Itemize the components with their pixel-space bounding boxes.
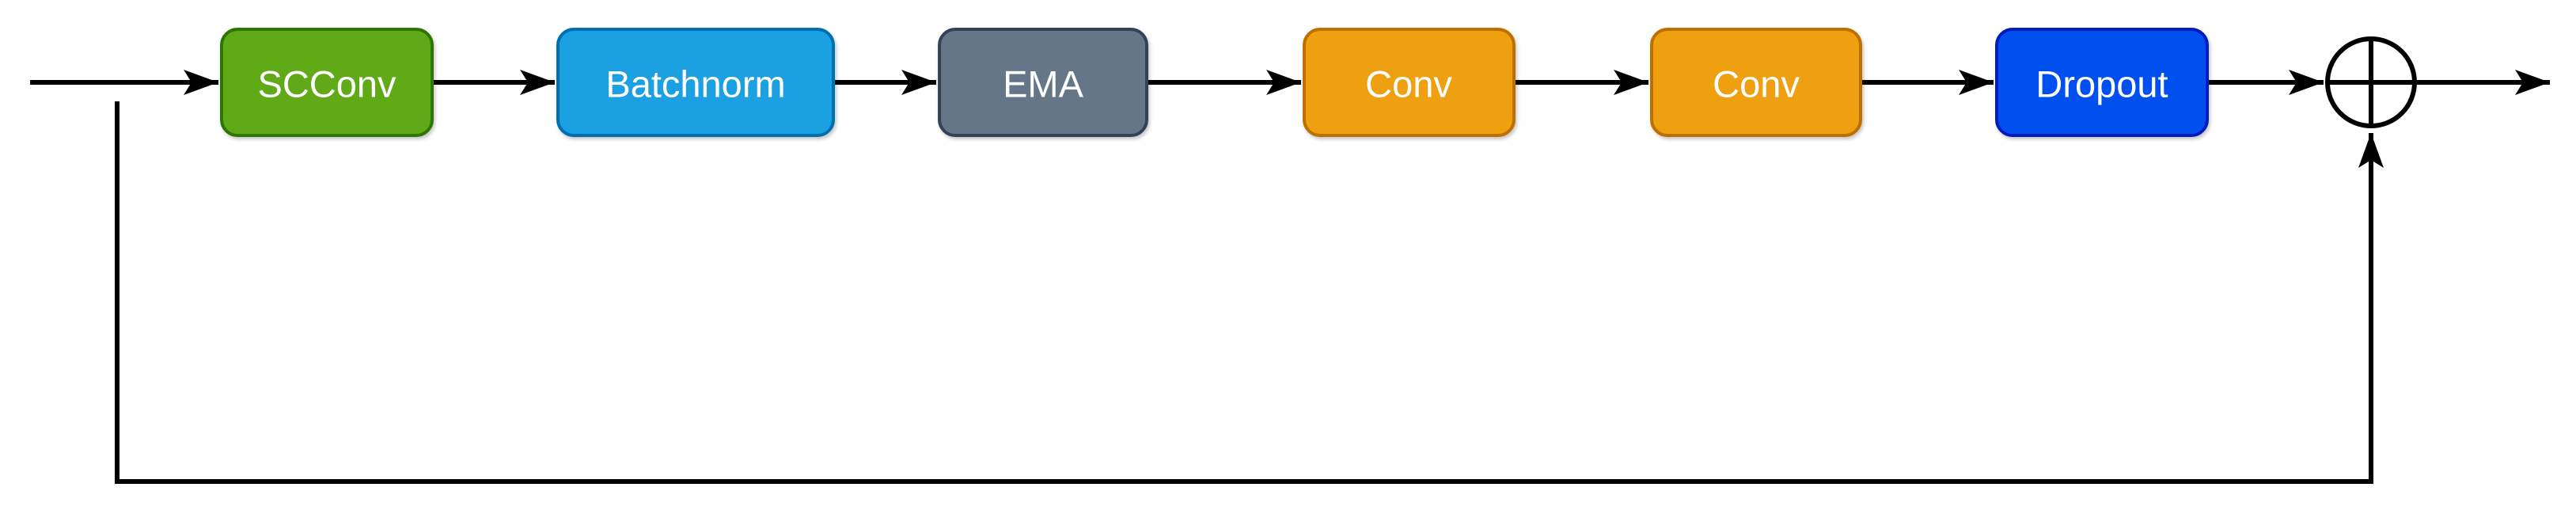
- node-conv2: Conv: [1650, 28, 1862, 137]
- node-batchnorm-box: [556, 28, 835, 137]
- node-conv2-label: Conv: [1713, 63, 1800, 105]
- node-scconv: SCConv: [220, 28, 434, 137]
- node-conv1-label: Conv: [1365, 63, 1452, 105]
- add-junction: [2325, 36, 2417, 128]
- node-scconv-label: SCConv: [257, 63, 396, 105]
- node-ema-label: EMA: [1003, 63, 1084, 105]
- skip-connection-edge: [115, 101, 2384, 484]
- node-dropout: Dropout: [1995, 28, 2209, 137]
- node-dropout-box: [1995, 28, 2209, 137]
- node-conv1-box: [1303, 28, 1516, 137]
- node-batchnorm-label: Batchnorm: [605, 63, 785, 105]
- node-batchnorm: Batchnorm: [556, 28, 835, 137]
- node-conv1: Conv: [1303, 28, 1516, 137]
- node-ema: EMA: [938, 28, 1148, 137]
- node-ema-box: [938, 28, 1148, 137]
- node-dropout-label: Dropout: [2035, 63, 2168, 105]
- node-conv2-box: [1650, 28, 1862, 137]
- node-scconv-box: [220, 28, 434, 137]
